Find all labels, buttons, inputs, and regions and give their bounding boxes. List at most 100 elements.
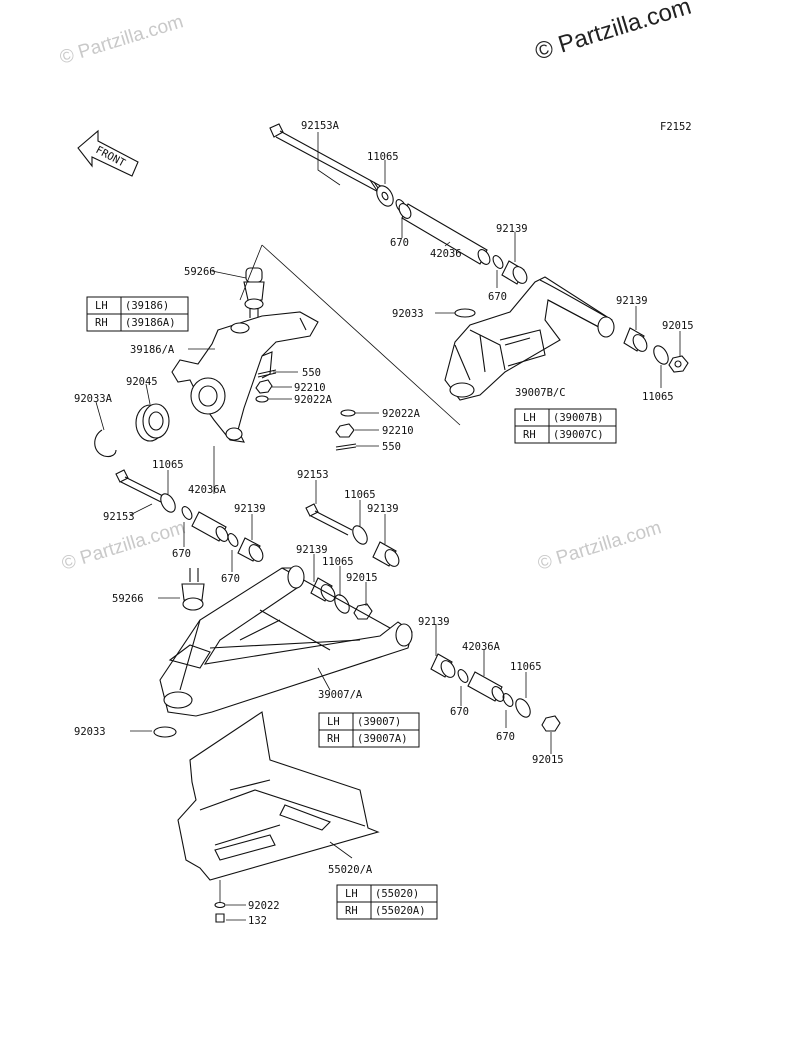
label-92022A-b: 92022A [382, 408, 421, 420]
watermark-top-left: © Partzilla.com [57, 11, 186, 69]
oring-670-e-icon [457, 669, 469, 683]
label-92022A-a: 92022A [294, 394, 333, 406]
label-92139-a: 92139 [496, 223, 528, 235]
upper-arm-group [269, 123, 689, 401]
table-55020-code-rh: (55020A) [375, 905, 426, 917]
label-670-b: 670 [488, 291, 507, 303]
table-39007BC-side-rh: RH [523, 429, 536, 441]
label-550-b: 550 [382, 441, 401, 453]
label-39186A: 39186/A [130, 344, 175, 356]
label-92033A: 92033A [74, 393, 113, 405]
figure-code: F2152 [660, 121, 692, 133]
label-92139-c: 92139 [234, 503, 266, 515]
table-39007BC-code-lh: (39007B) [553, 412, 604, 424]
table-39007BC-side-lh: LH [523, 412, 536, 424]
label-670-c: 670 [172, 548, 191, 560]
label-550-a: 550 [302, 367, 321, 379]
label-670-a: 670 [390, 237, 409, 249]
watermark-top-right: © Partzilla.com [532, 0, 695, 66]
watermark-middle-left: © Partzilla.com [59, 517, 188, 575]
table-39007BC-code-rh: (39007C) [553, 429, 604, 441]
label-11065-b: 11065 [642, 391, 674, 403]
label-42036A-b: 42036A [462, 641, 501, 653]
watermarks: © Partzilla.com © Partzilla.com © Partzi… [57, 0, 694, 575]
table-39186-code-lh: (39186) [125, 300, 169, 312]
table-39007: LH (39007) RH (39007A) [318, 712, 420, 748]
nut-92210-b-icon [335, 423, 355, 438]
bolt-92153-icon [115, 469, 166, 503]
oring-670-c-icon [181, 506, 193, 520]
washer-92022A-icon [255, 395, 269, 403]
washer-11065-c-icon [160, 493, 176, 513]
label-59266-a: 59266 [184, 266, 216, 278]
label-11065-d: 11065 [344, 489, 376, 501]
table-55020: LH (55020) RH (55020A) [336, 884, 438, 920]
front-arrow-icon [77, 129, 139, 177]
washer-92022-icon [214, 901, 226, 909]
label-39007BC: 39007B/C [515, 387, 566, 399]
label-92045: 92045 [126, 376, 158, 388]
label-92139-b: 92139 [616, 295, 648, 307]
label-92033-b: 92033 [74, 726, 106, 738]
table-39186-side-lh: LH [95, 300, 108, 312]
table-55020-side-rh: RH [345, 905, 358, 917]
table-55020-code-lh: (55020) [375, 888, 419, 900]
table-39007-side-lh: LH [327, 716, 340, 728]
label-55020A: 55020/A [328, 864, 373, 876]
table-55020-side-lh: LH [345, 888, 358, 900]
label-92153-a: 92153 [103, 511, 135, 523]
skid-plate-55020A-icon [177, 711, 380, 881]
label-92022: 92022 [248, 900, 280, 912]
front-arrow: FRONT [77, 129, 139, 177]
circlip-92033A-icon [94, 429, 117, 458]
label-59266-b: 59266 [112, 593, 144, 605]
label-670-e: 670 [450, 706, 469, 718]
nut-92210-icon [255, 379, 273, 394]
label-92015-c: 92015 [532, 754, 564, 766]
label-39007A: 39007/A [318, 689, 363, 701]
nut-92015-c-icon [541, 715, 561, 732]
label-11065-e: 11065 [322, 556, 354, 568]
bushing-92139-f-icon [430, 653, 456, 678]
label-92153A: 92153A [301, 120, 340, 132]
table-39186-code-rh: (39186A) [125, 317, 176, 329]
label-92033-a: 92033 [392, 308, 424, 320]
bearing-92045-icon [135, 403, 170, 442]
ball-joint-59266-icon [243, 267, 265, 318]
label-92153-b: 92153 [297, 469, 329, 481]
leader-lines [95, 132, 681, 921]
cotter-pin-550-b-icon [335, 443, 357, 451]
label-92015-b: 92015 [346, 572, 378, 584]
label-92210-a: 92210 [294, 382, 326, 394]
table-39007-code-lh: (39007) [357, 716, 401, 728]
ring-92033-b-icon [153, 726, 177, 738]
lower-arm-39007A-icon [159, 565, 413, 717]
lower-arm-group [115, 469, 561, 923]
washer-11065-f-icon [515, 698, 531, 718]
label-42036A-a: 42036A [188, 484, 227, 496]
label-11065-f: 11065 [510, 661, 542, 673]
knuckle-39186A-icon [171, 311, 319, 443]
label-92139-d: 92139 [367, 503, 399, 515]
label-670-f: 670 [496, 731, 515, 743]
table-39186-side-rh: RH [95, 317, 108, 329]
collar-42036-icon [398, 203, 491, 265]
label-11065-c: 11065 [152, 459, 184, 471]
nut-92015-icon [668, 355, 689, 373]
collar-42036A-b-icon [467, 671, 505, 702]
oring-670-b-icon [492, 255, 504, 269]
label-132: 132 [248, 915, 267, 927]
bushing-92139-e-icon [310, 577, 336, 602]
watermark-middle-right: © Partzilla.com [535, 517, 664, 575]
label-42036: 42036 [430, 248, 462, 260]
bushing-92139-c-icon [237, 537, 264, 562]
table-39007-side-rh: RH [327, 733, 340, 745]
label-92139-e: 92139 [296, 544, 328, 556]
label-92139-f: 92139 [418, 616, 450, 628]
bushing-92139-icon [501, 260, 528, 285]
bolt-132-icon [215, 913, 225, 923]
washer-92022A-b-icon [340, 409, 356, 417]
bushing-92139-b-icon [623, 327, 648, 352]
upper-arm-39007BC-icon [444, 276, 615, 401]
